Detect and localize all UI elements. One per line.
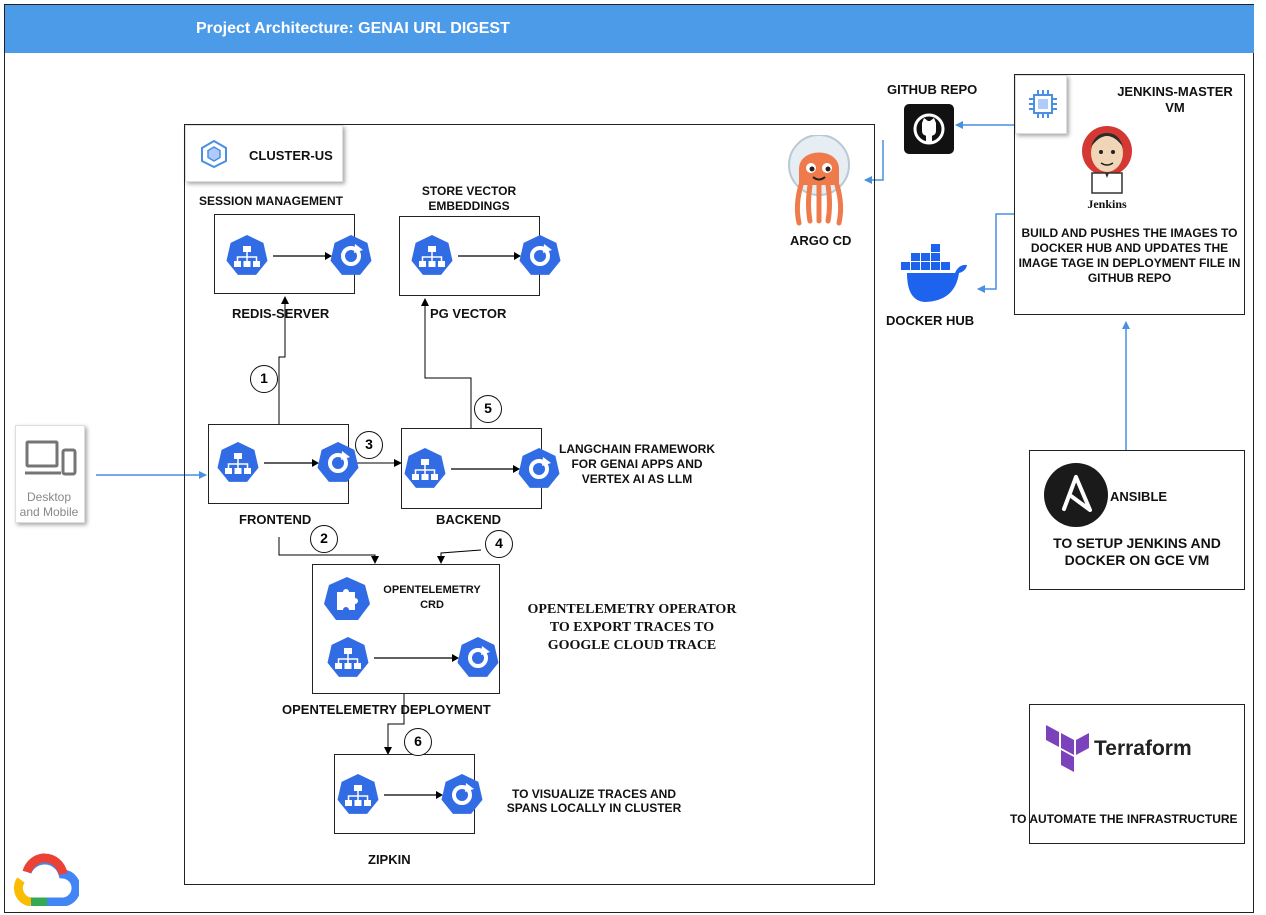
otel-crd-2: CRD — [420, 599, 444, 611]
compute-engine-icon — [1029, 90, 1057, 118]
github-label: GITHUB REPO — [887, 82, 978, 97]
page-title: Project Architecture: GENAI URL DIGEST — [196, 20, 510, 37]
terraform-logo-text: Terraform — [1094, 737, 1192, 760]
jenkins-title-1: JENKINS-MASTER — [1117, 84, 1233, 99]
service-icon — [441, 774, 483, 814]
jenkins-logo-text: Jenkins — [1087, 197, 1127, 211]
jenkins-title-2: VM — [1165, 100, 1185, 115]
redis-title: SESSION MANAGEMENT — [199, 194, 344, 208]
jenkins-butler-icon — [1082, 126, 1132, 194]
step-3: 3 — [355, 431, 383, 459]
github-icon — [904, 104, 954, 154]
desktop-mobile-icon — [25, 440, 77, 476]
service-icon — [518, 448, 560, 488]
k8s-deploy-service-pair-6 — [337, 774, 483, 814]
k8s-deploy-service-pair-2 — [411, 235, 561, 275]
client-label-2: and Mobile — [19, 505, 79, 519]
step-4: 4 — [485, 530, 513, 558]
ansible-label: ANSIBLE — [1110, 489, 1168, 504]
terraform-desc: TO AUTOMATE THE INFRASTRUCTURE — [1010, 812, 1238, 826]
zipkin-name: ZIPKIN — [368, 852, 411, 867]
client-label-1: Desktop — [26, 490, 72, 504]
canvas-frame — [4, 4, 1254, 913]
pgvector-title-1: STORE VECTOR — [421, 184, 517, 198]
service-icon — [330, 235, 372, 275]
otel-note-3: GOOGLE CLOUD TRACE — [547, 638, 717, 653]
backend-note-3: VERTEX AI AS LLM — [581, 472, 693, 486]
pgvector-title-2: EMBEDDINGS — [428, 199, 510, 213]
docker-whale-icon — [897, 244, 967, 302]
redis-name: REDIS-SERVER — [232, 306, 330, 321]
otel-note-2: TO EXPORT TRACES TO — [549, 620, 715, 635]
cluster-boundary — [184, 124, 875, 885]
argocd-octopus-icon — [788, 135, 850, 226]
dockerhub-label: DOCKER HUB — [886, 313, 975, 328]
cluster-label: CLUSTER-US — [249, 148, 333, 163]
k8s-deploy-service-pair-1 — [226, 235, 372, 275]
arrow-otel-zipkin — [384, 694, 405, 755]
ansible-desc: TO SETUP JENKINS AND DOCKER ON GCE VM — [1053, 535, 1221, 568]
frontend-name: FRONTEND — [239, 512, 312, 527]
arrow-frontend-redis — [278, 296, 289, 424]
zipkin-note-1: TO VISUALIZE TRACES AND — [511, 787, 676, 801]
service-icon — [317, 442, 359, 482]
arrow-github-argocd — [864, 140, 884, 184]
step-2: 2 — [310, 525, 338, 553]
pgvector-name: PG VECTOR — [430, 306, 507, 321]
terraform-icon — [1046, 725, 1089, 772]
ansible-icon — [1044, 463, 1108, 527]
title-bar — [5, 5, 1254, 53]
service-icon — [457, 637, 499, 677]
jenkins-desc: BUILD AND PUSHES THE IMAGES TO DOCKER HU… — [1018, 226, 1241, 285]
step-5: 5 — [474, 395, 502, 423]
service-icon — [519, 235, 561, 275]
terraform-box — [1029, 704, 1245, 844]
k8s-deploy-service-pair-3 — [217, 442, 359, 482]
argocd-label: ARGO CD — [790, 233, 852, 248]
otel-note-1: OPENTELEMETRY OPERATOR — [527, 602, 737, 617]
backend-name: BACKEND — [436, 512, 501, 527]
arrow-frontend-otel — [278, 537, 379, 564]
step-1: 1 — [250, 365, 278, 393]
otel-crd-1: OPENTELEMETRY — [383, 584, 481, 596]
otel-name: OPENTELEMETRY DEPLOYMENT — [282, 702, 491, 717]
zipkin-note-2: SPANS LOCALLY IN CLUSTER — [506, 801, 682, 815]
backend-note-1: LANGCHAIN FRAMEWORK — [559, 442, 715, 456]
k8s-deploy-service-pair-5 — [327, 637, 499, 677]
arrow-jenkins-dockerhub — [977, 213, 1014, 293]
gke-icon — [201, 140, 227, 168]
arrow-backend-otel — [437, 549, 482, 564]
puzzle-crd-icon — [324, 577, 370, 620]
arrow-backend-pgvector — [421, 298, 472, 428]
step-6: 6 — [404, 728, 432, 756]
backend-note-2: FOR GENAI APPS AND — [571, 457, 703, 471]
k8s-deploy-service-pair-4 — [404, 448, 560, 488]
google-cloud-icon — [13, 853, 79, 906]
